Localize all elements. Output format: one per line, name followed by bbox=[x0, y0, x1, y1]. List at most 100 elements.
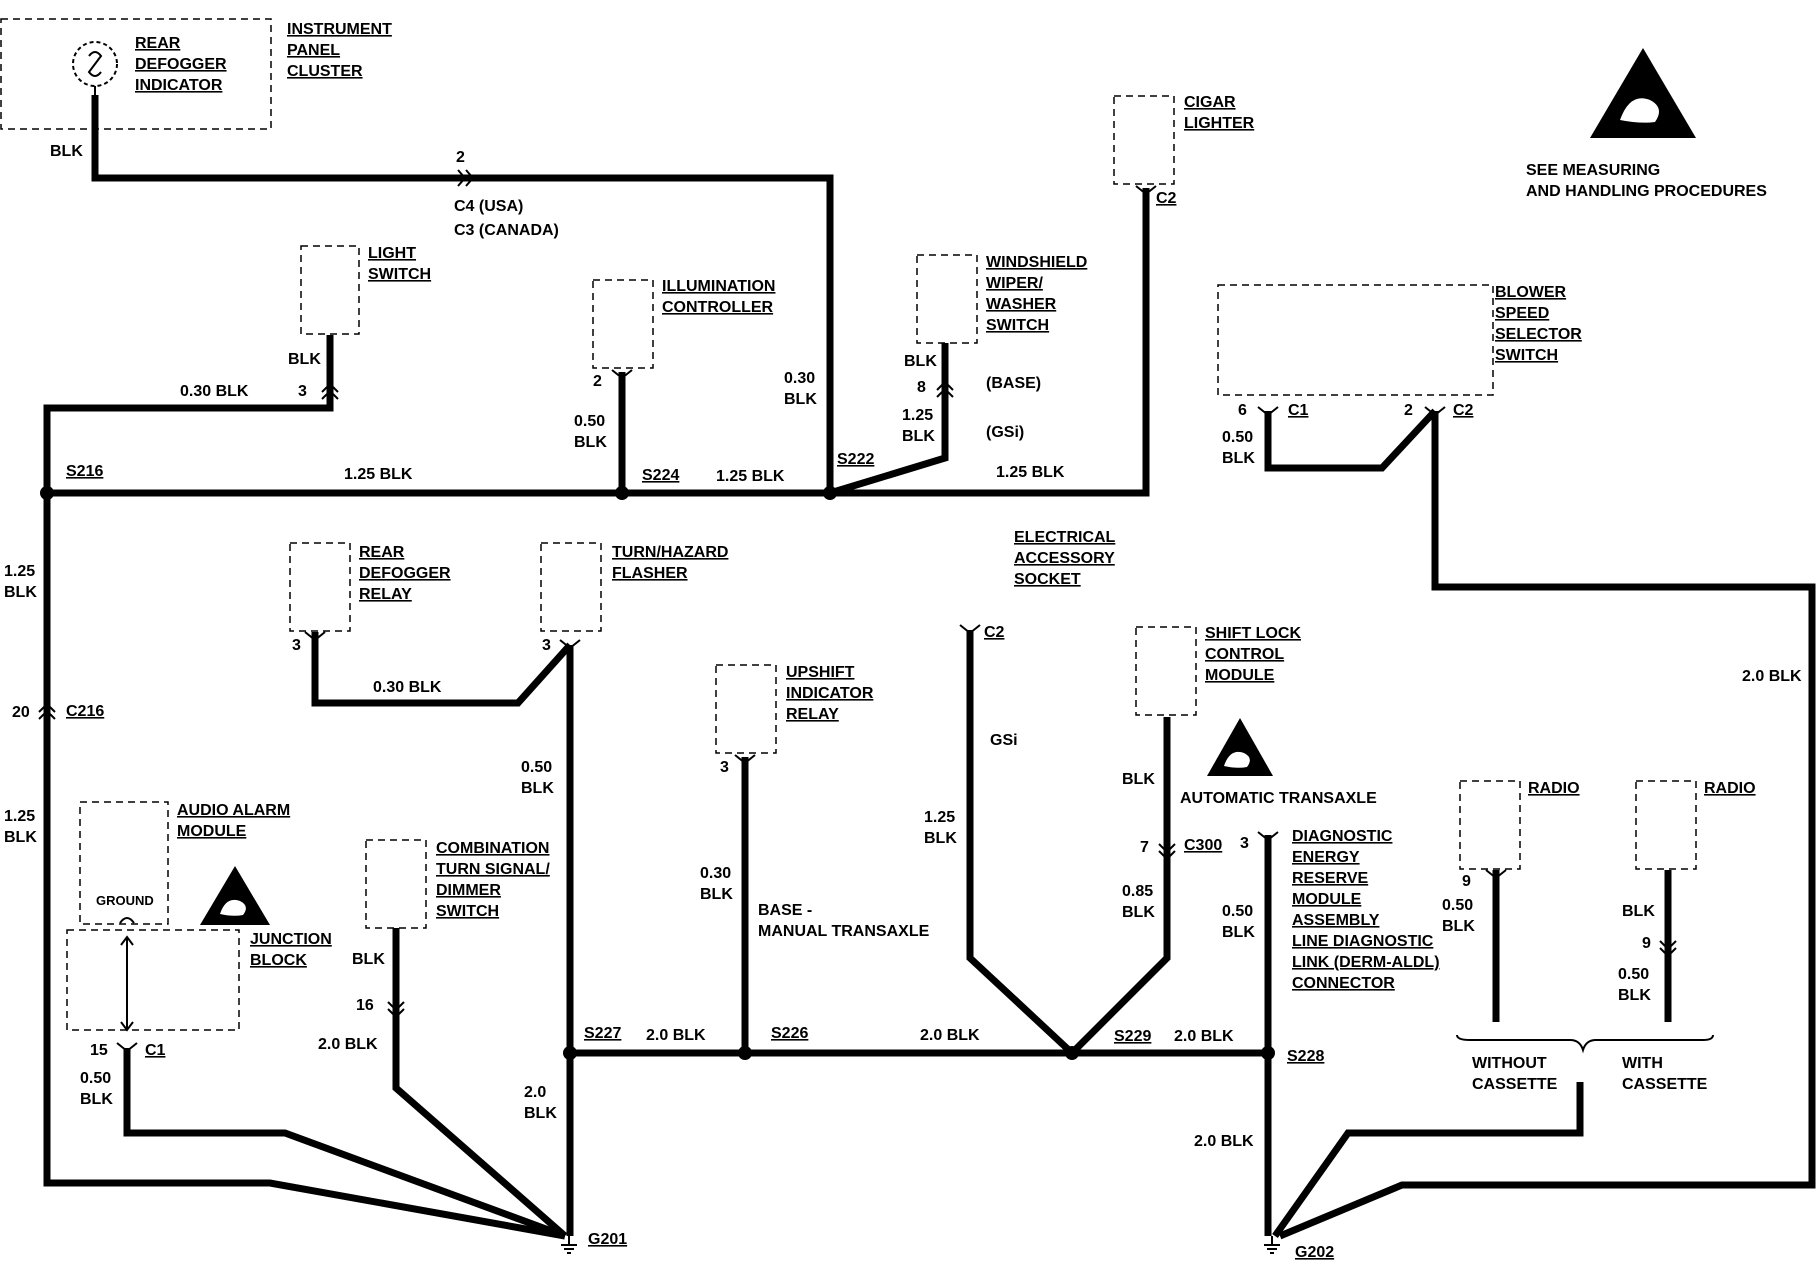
audio-alarm-box bbox=[79, 801, 169, 925]
splice-s228 bbox=[1261, 1046, 1275, 1060]
splices bbox=[40, 486, 1275, 1060]
note-base: (BASE) bbox=[986, 375, 1041, 392]
wl-c2-blower: C2 bbox=[1453, 402, 1474, 419]
esd-warning-small-icon bbox=[200, 866, 270, 925]
wires bbox=[43, 95, 1816, 1240]
wl-blk-r2: BLK bbox=[1622, 903, 1655, 920]
note-automatic-transaxle: AUTOMATIC TRANSAXLE bbox=[1180, 790, 1377, 807]
wire-light-switch bbox=[43, 335, 334, 493]
splice-s224 bbox=[615, 486, 629, 500]
splice-label-s226: S226 bbox=[771, 1025, 808, 1042]
wl-20-s227: 2.0 BLK bbox=[646, 1027, 706, 1044]
instrument-panel-box bbox=[0, 18, 272, 130]
wire-bus-top bbox=[47, 188, 1150, 497]
wl-blk-combo: BLK bbox=[352, 951, 385, 968]
label-radio-1: RADIO bbox=[1528, 780, 1580, 797]
connector-radio2-icon bbox=[1659, 940, 1677, 958]
combo-switch-box bbox=[365, 839, 427, 929]
splice-label-c300: C300 bbox=[1184, 837, 1222, 854]
wl-blk-wiper: BLK bbox=[904, 353, 937, 370]
illumination-controller-box bbox=[592, 279, 654, 369]
splice-s222 bbox=[823, 486, 837, 500]
radio1-box bbox=[1459, 780, 1521, 870]
wl-c1-blower: C1 bbox=[1288, 402, 1309, 419]
terminal-derm-icon bbox=[1257, 831, 1279, 842]
wl-c2-socket: C2 bbox=[984, 624, 1005, 641]
wl-pin20: 20 bbox=[12, 704, 30, 721]
wiper-switch-box bbox=[916, 254, 978, 344]
label-ground: GROUND bbox=[96, 893, 154, 908]
connector-c4-icon bbox=[457, 169, 475, 187]
component-boxes bbox=[0, 18, 1714, 1054]
wl-pin3-light: 3 bbox=[298, 383, 307, 400]
wl-pin3-upshift: 3 bbox=[720, 759, 729, 776]
connectors bbox=[38, 169, 1677, 1053]
splice-label-s222: S222 bbox=[837, 451, 874, 468]
splice-label-g202: G202 bbox=[1295, 1244, 1334, 1261]
splice-label-s216: S216 bbox=[66, 463, 103, 480]
wl-blk-light: BLK bbox=[288, 351, 321, 368]
note-gsi: GSi bbox=[990, 732, 1018, 749]
connector-light-icon bbox=[321, 382, 339, 400]
splice-s226 bbox=[738, 1046, 752, 1060]
wl-20-combo: 2.0 BLK bbox=[318, 1036, 378, 1053]
wire-indicator-s222 bbox=[91, 95, 834, 493]
flasher-box bbox=[540, 542, 602, 632]
wire-blower bbox=[1264, 408, 1438, 472]
splice-s227 bbox=[563, 1046, 577, 1060]
wl-030-defog: 0.30 BLK bbox=[373, 679, 442, 696]
wl-20-right: 2.0 BLK bbox=[1742, 668, 1802, 685]
wl-blk-shift: BLK bbox=[1122, 771, 1155, 788]
cigar-lighter-box bbox=[1113, 95, 1175, 185]
wl-pin16: 16 bbox=[356, 997, 374, 1014]
wl-pin6-blower: 6 bbox=[1238, 402, 1247, 419]
wl-pin15: 15 bbox=[90, 1042, 108, 1059]
blower-switch-box bbox=[1217, 284, 1494, 396]
wire-socket bbox=[966, 630, 1075, 1056]
note-base-manual: BASE -MANUAL TRANSAXLE bbox=[758, 902, 930, 940]
junction-block-box bbox=[66, 929, 240, 1031]
wire-blower-c2 bbox=[1278, 411, 1816, 1240]
connector-wiper-icon bbox=[936, 380, 954, 398]
wl-pin3-defog: 3 bbox=[292, 637, 301, 654]
wire-left-vertical bbox=[43, 493, 566, 1240]
esd-warning-trans-icon bbox=[1207, 718, 1273, 776]
defogger-relay-box bbox=[289, 542, 351, 632]
wl-pin3-derm: 3 bbox=[1240, 835, 1249, 852]
defogger-indicator-lamp-icon bbox=[72, 41, 118, 96]
upshift-relay-box bbox=[715, 664, 777, 754]
wl-blk-top: BLK bbox=[50, 143, 83, 160]
connector-c216-icon bbox=[38, 702, 56, 720]
wl-pin2-top: 2 bbox=[456, 149, 465, 166]
note-c4-usa: C4 (USA) bbox=[454, 198, 523, 215]
shift-lock-box bbox=[1135, 626, 1197, 716]
wl-pin9-r1: 9 bbox=[1462, 873, 1471, 890]
wl-pin2-blower: 2 bbox=[1404, 402, 1413, 419]
connector-combo-icon bbox=[387, 1001, 405, 1019]
